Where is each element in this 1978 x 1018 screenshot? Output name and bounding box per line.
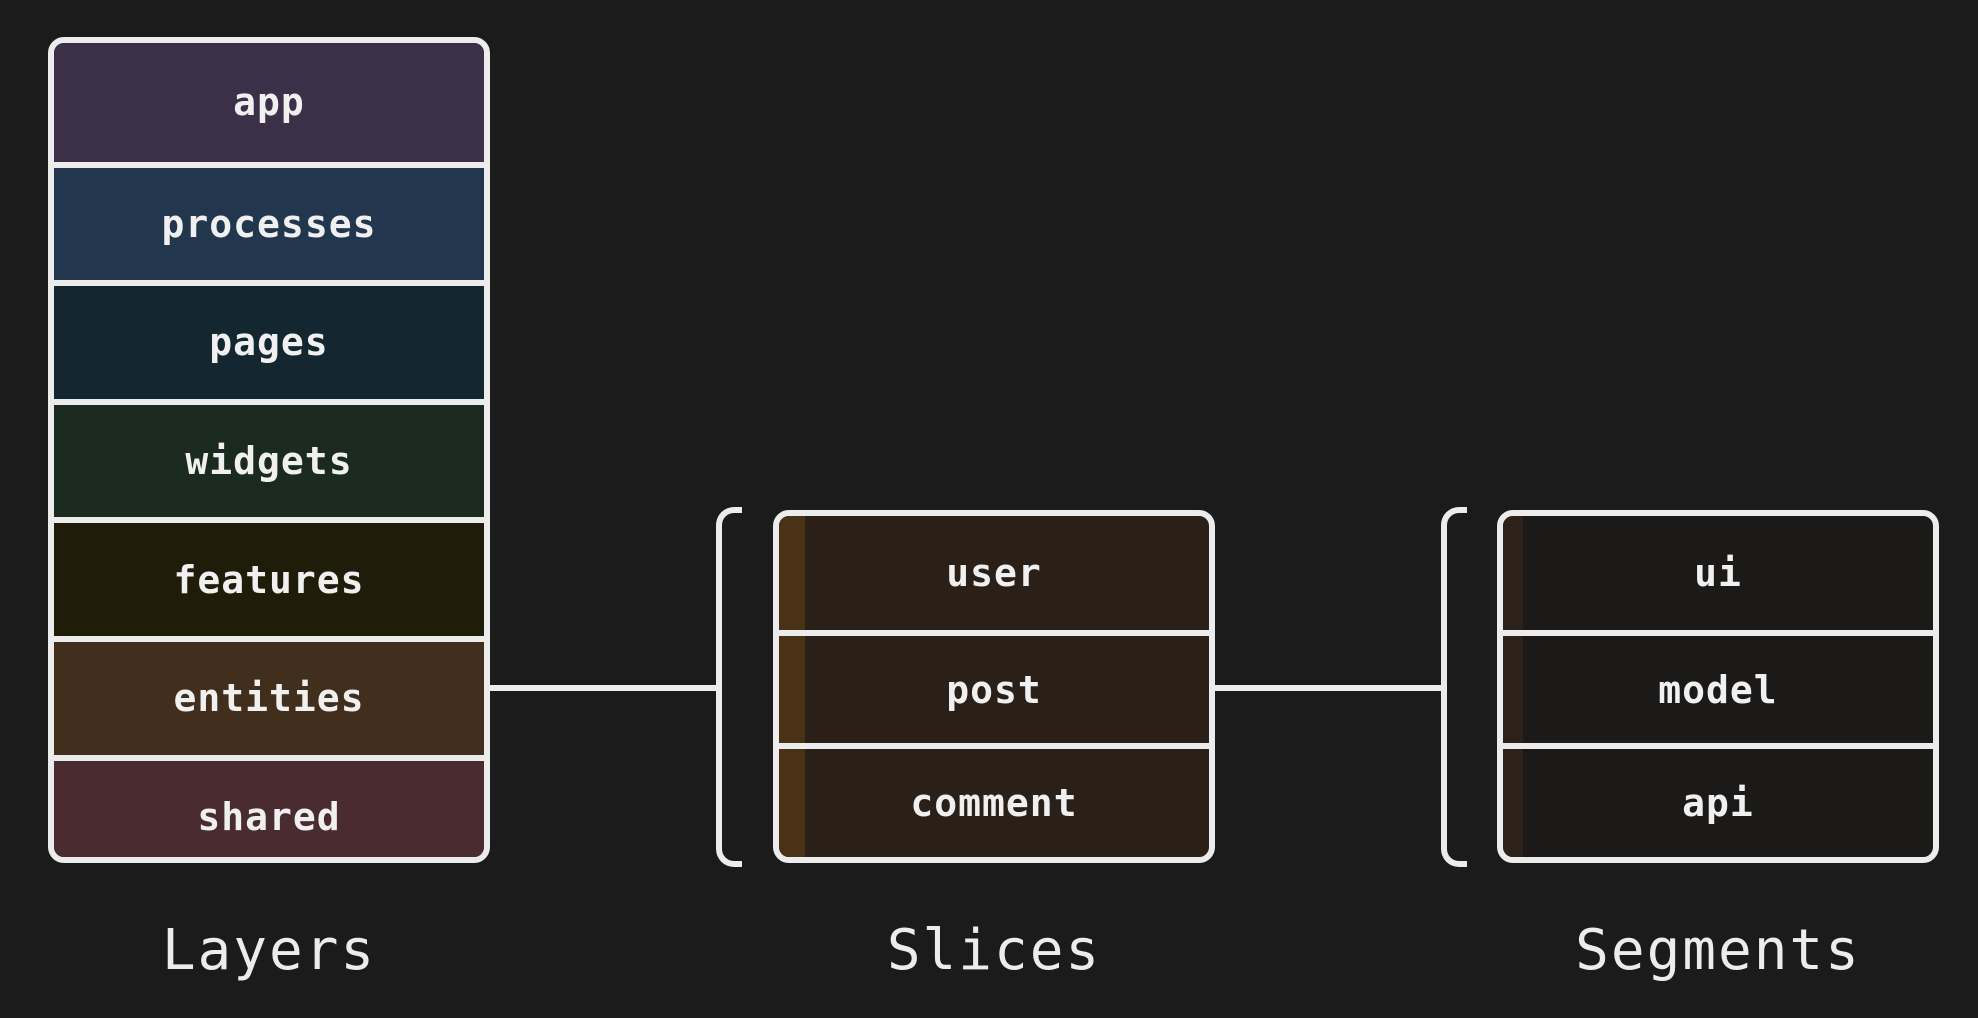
slices-accent-bar — [779, 516, 805, 857]
segment-api: api — [1503, 743, 1933, 857]
slice-post: post — [779, 629, 1209, 744]
layer-shared: shared — [54, 754, 484, 857]
segment-model: model — [1503, 629, 1933, 744]
layers-caption: Layers — [161, 918, 377, 983]
layers-to-slices-connector — [490, 685, 716, 691]
segments-bracket — [1441, 507, 1467, 867]
layer-features: features — [54, 517, 484, 636]
slices-bracket — [716, 507, 742, 867]
slice-user: user — [946, 550, 1042, 595]
layer-pages: pages — [54, 280, 484, 399]
segments-accent-bar — [1503, 516, 1523, 857]
layer-app: app — [54, 43, 484, 162]
layer-entities: entities — [54, 635, 484, 755]
segments-stack: ui model api — [1497, 510, 1939, 863]
layer-processes: processes — [54, 161, 484, 281]
slices-caption: Slices — [886, 918, 1102, 983]
segment-ui: ui — [1694, 550, 1742, 595]
slices-to-segments-connector — [1215, 685, 1441, 691]
segments-caption: Segments — [1575, 918, 1861, 983]
layer-widgets: widgets — [54, 398, 484, 518]
layers-stack: app processes pages widgets features ent… — [48, 37, 490, 863]
slices-stack: user post comment — [773, 510, 1215, 863]
slice-comment: comment — [779, 743, 1209, 857]
